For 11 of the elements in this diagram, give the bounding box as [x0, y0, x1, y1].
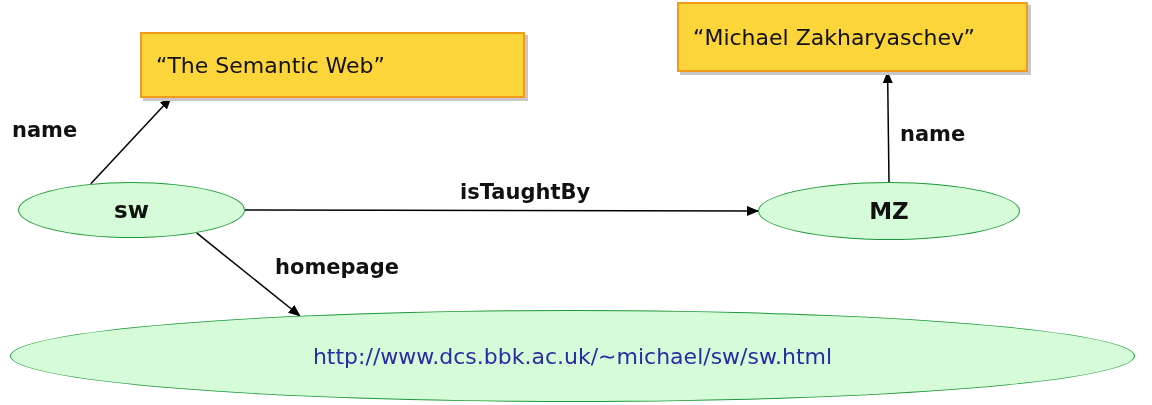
literal-box: “Michael Zakharyaschev”: [677, 2, 1028, 72]
resource-ellipse: MZ: [758, 182, 1020, 240]
edge-label: homepage: [275, 255, 399, 279]
arrow: [244, 206, 759, 216]
edge-label: name: [12, 118, 78, 142]
arrow: [195, 232, 301, 317]
url-ellipse: http://www.dcs.bbk.ac.uk/∼michael/sw/sw.html: [10, 310, 1135, 402]
edge-label: isTaughtBy: [460, 180, 591, 204]
resource-ellipse: sw: [18, 182, 245, 238]
literal-box: “The Semantic Web”: [140, 32, 525, 98]
edge-label: name: [900, 122, 966, 146]
